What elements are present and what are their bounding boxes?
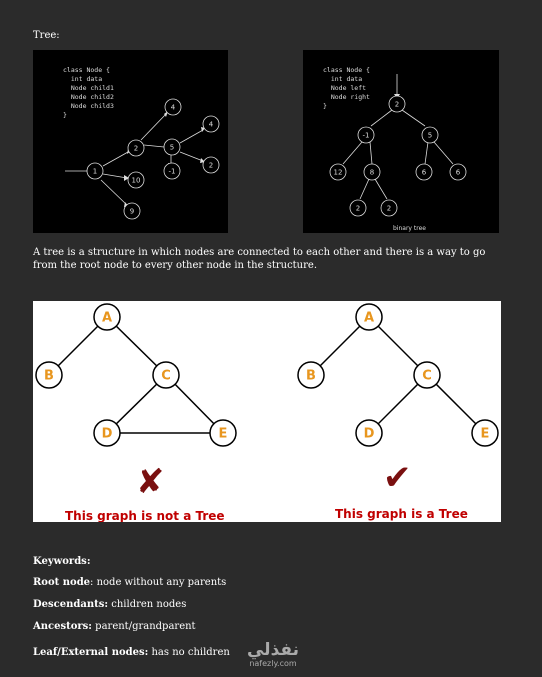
tree-description: A tree is a structure in which nodes are…: [33, 247, 486, 271]
svg-text:-1: -1: [363, 131, 370, 139]
graph-node: B: [35, 361, 63, 389]
svg-text:2: 2: [209, 161, 213, 169]
keyword-item: Root node: node without any parents: [33, 576, 226, 589]
not-tree-mark: ✘: [136, 462, 165, 502]
general-tree-figure: class Node { int data Node child1 Node c…: [33, 50, 228, 233]
is-tree-mark: ✔: [383, 458, 412, 498]
svg-text:A: A: [102, 311, 112, 326]
svg-text:6: 6: [422, 168, 427, 176]
svg-text:2: 2: [387, 204, 391, 212]
binary-tree-node: 6: [449, 163, 467, 181]
svg-text:12: 12: [334, 168, 343, 176]
binary-tree-node: -1: [357, 126, 375, 144]
is-tree-caption: This graph is a Tree: [335, 507, 468, 521]
svg-text:E: E: [219, 427, 228, 442]
binary-tree-node: 2: [380, 199, 398, 217]
binary-node-class-code: class Node { int data Node left Node rig…: [323, 66, 370, 110]
keyword-definition: parent/grandparent: [92, 621, 196, 632]
svg-text:5: 5: [428, 131, 432, 139]
tree-node: -1: [163, 162, 181, 180]
graph-node: C: [152, 361, 180, 389]
graph-node: D: [93, 419, 121, 447]
tree-example-node: D: [355, 419, 383, 447]
tree-node: 5: [163, 138, 181, 156]
svg-text:2: 2: [356, 204, 360, 212]
binary-tree-node: 12: [329, 163, 347, 181]
binary-tree-node: 6: [415, 163, 433, 181]
binary-tree-node: 2: [349, 199, 367, 217]
keyword-term: Leaf/External nodes:: [33, 647, 149, 658]
keyword-term: Descendants:: [33, 599, 109, 610]
tree-node: 2: [202, 156, 220, 174]
keyword-definition: has no children: [148, 647, 230, 658]
keyword-definition: children nodes: [108, 599, 187, 610]
binary-tree-figure: class Node { int data Node left Node rig…: [303, 50, 499, 233]
svg-text:B: B: [44, 369, 54, 384]
keyword-item: Leaf/External nodes: has no children: [33, 646, 230, 659]
watermark-logo: نفذلي nafezly.com: [246, 640, 300, 668]
keyword-term: Ancestors:: [33, 621, 92, 632]
svg-text:-1: -1: [169, 167, 176, 175]
graph-node: E: [209, 419, 237, 447]
tree-node: 1: [86, 162, 104, 180]
page-heading: Tree:: [33, 30, 60, 41]
tree-node: 4: [202, 115, 220, 133]
tree-example-node: A: [355, 303, 383, 331]
keyword-item: Ancestors: parent/grandparent: [33, 620, 196, 633]
tree-node: 2: [127, 139, 145, 157]
svg-text:D: D: [364, 427, 375, 442]
svg-text:2: 2: [395, 100, 399, 108]
general-tree-diagram: 1 2 10 9 4 5 -1 4 2: [65, 98, 220, 220]
svg-text:B: B: [306, 369, 316, 384]
svg-text:A: A: [364, 311, 374, 326]
tree-node: 9: [123, 202, 141, 220]
binary-tree-node: 2: [388, 95, 406, 113]
svg-text:D: D: [102, 427, 113, 442]
keyword-term: Root node: [33, 577, 91, 588]
svg-text:1: 1: [93, 167, 97, 175]
svg-text:5: 5: [170, 143, 174, 151]
keyword-definition: : node without any parents: [90, 577, 227, 588]
tree-example-node: E: [471, 419, 499, 447]
svg-text:4: 4: [209, 120, 214, 128]
svg-text:4: 4: [171, 103, 176, 111]
svg-text:2: 2: [134, 144, 138, 152]
tree-example-node: B: [297, 361, 325, 389]
keyword-item: Descendants: children nodes: [33, 598, 186, 611]
svg-text:E: E: [481, 427, 490, 442]
tree-node: 4: [164, 98, 182, 116]
not-tree-caption: This graph is not a Tree: [65, 509, 225, 522]
svg-text:10: 10: [132, 176, 141, 184]
svg-text:C: C: [161, 369, 171, 384]
svg-text:8: 8: [370, 168, 374, 176]
binary-tree-caption: binary tree: [393, 225, 426, 232]
svg-text:6: 6: [456, 168, 461, 176]
keywords-title: Keywords:: [33, 556, 91, 567]
tree-example-node: C: [413, 361, 441, 389]
binary-tree-diagram: 2 -1 5 12 8 6 6 2 2 binary tree: [329, 74, 467, 232]
binary-tree-node: 5: [421, 126, 439, 144]
tree-node: 10: [127, 171, 145, 189]
binary-tree-node: 8: [363, 163, 381, 181]
node-class-code: class Node { int data Node child1 Node c…: [63, 66, 114, 119]
svg-text:C: C: [422, 369, 432, 384]
graph-node: A: [93, 303, 121, 331]
svg-text:9: 9: [130, 207, 134, 215]
